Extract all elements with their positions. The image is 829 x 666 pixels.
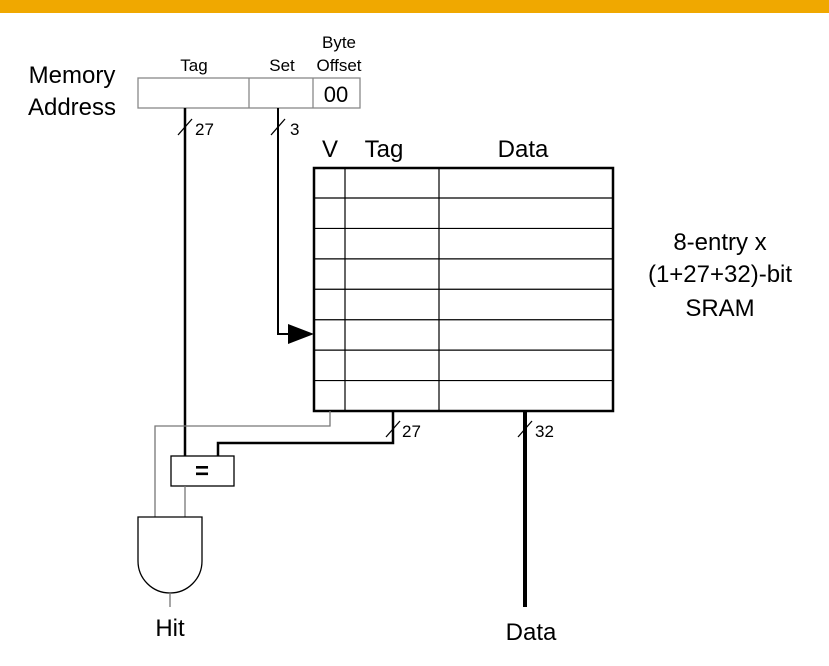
byte-offset-value: 00 xyxy=(324,82,348,107)
address-set-label: Set xyxy=(269,56,295,75)
sram-array xyxy=(312,166,615,413)
sram-tag-width: 27 xyxy=(402,422,421,441)
sram-desc-line2: (1+27+32)-bit xyxy=(648,261,792,288)
sram-column-tag: Tag xyxy=(365,136,404,163)
sram-row-dividers xyxy=(314,197,613,382)
valid-bit-wire xyxy=(154,411,331,517)
top-accent-bar xyxy=(0,0,829,13)
hit-output-label: Hit xyxy=(155,615,185,642)
set-bus-arrow xyxy=(288,324,314,344)
address-register xyxy=(137,77,361,109)
memory-address-label-line2: Address xyxy=(28,94,116,121)
sram-desc-line3: SRAM xyxy=(685,295,754,322)
sram-tag-wire xyxy=(216,411,395,456)
sram-desc-line1: 8-entry x xyxy=(673,229,766,256)
data-bus-width: 32 xyxy=(535,422,554,441)
tag-comparator xyxy=(170,455,235,487)
set-bus-slash xyxy=(270,118,286,136)
set-bus-line xyxy=(277,108,292,335)
byte-offset-label-line1: Byte xyxy=(322,33,356,52)
byte-offset-label-line2: Offset xyxy=(316,56,361,75)
set-bus-width: 3 xyxy=(290,120,299,139)
memory-address-label-line1: Memory xyxy=(29,62,116,89)
and-gate xyxy=(137,516,203,594)
tag-bus-slash xyxy=(177,118,193,136)
address-tag-label: Tag xyxy=(180,56,207,75)
comparator-symbol: = xyxy=(195,458,209,485)
sram-column-valid: V xyxy=(322,136,338,163)
tag-bus-width: 27 xyxy=(195,120,214,139)
sram-tag-slash xyxy=(385,420,401,438)
sram-column-data: Data xyxy=(498,136,549,163)
data-output-label: Data xyxy=(506,619,557,646)
data-bus-slash xyxy=(517,420,533,438)
